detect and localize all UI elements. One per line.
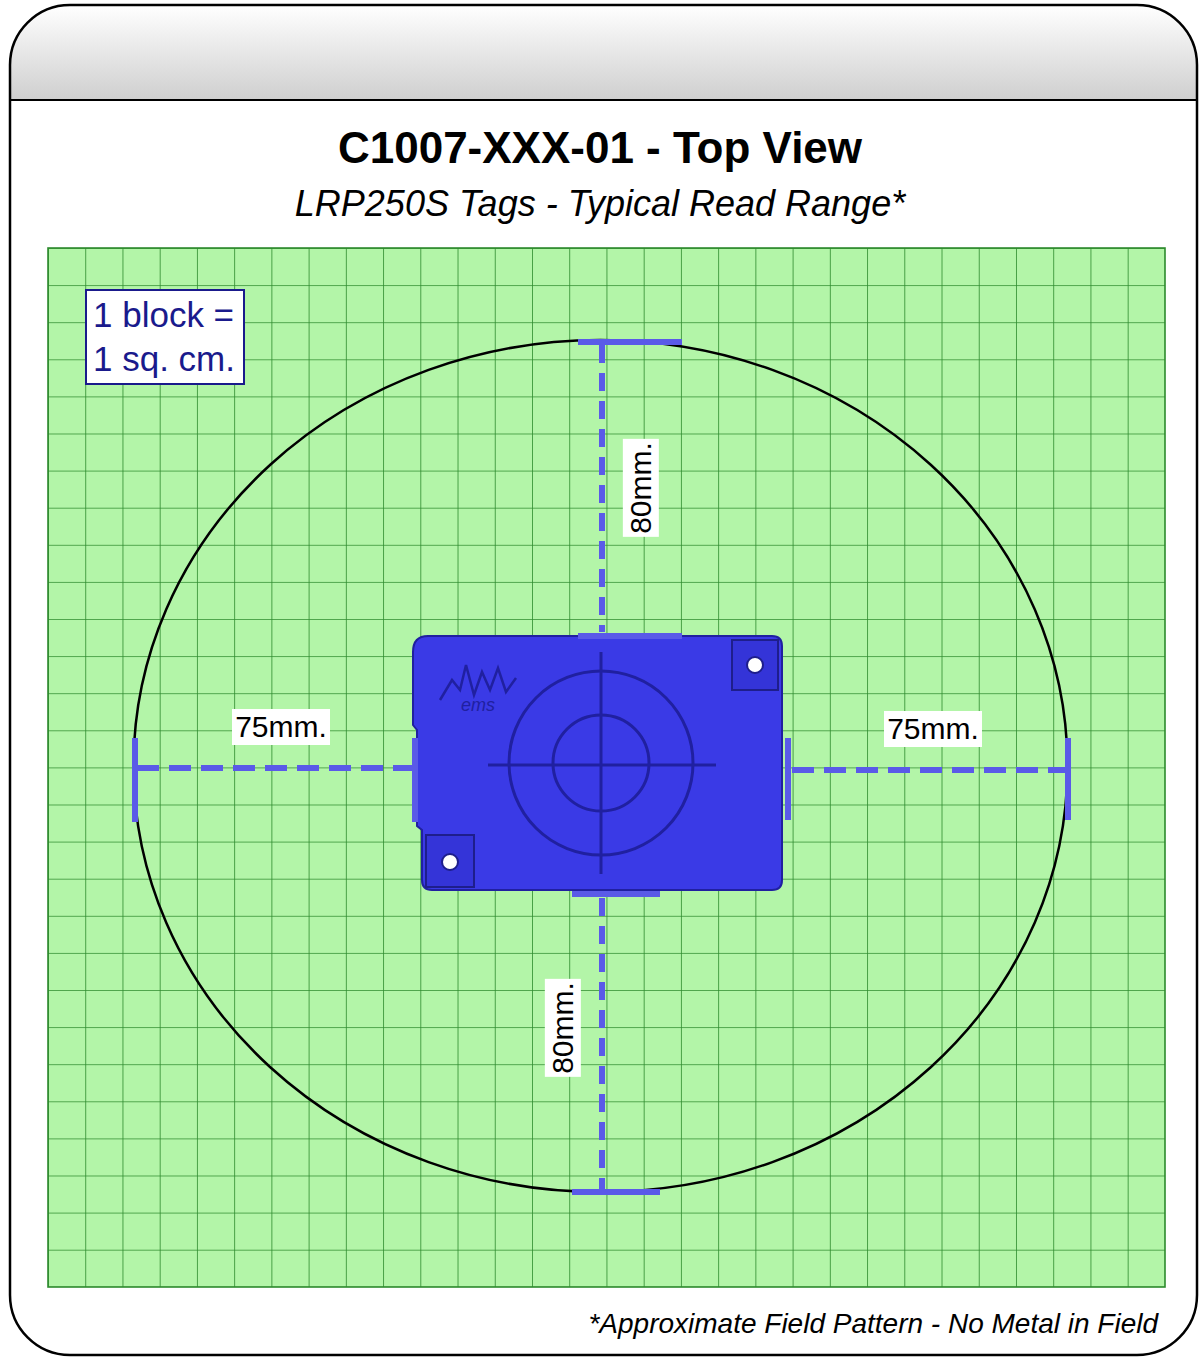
dimension-label: 75mm. xyxy=(232,709,330,745)
reader-device xyxy=(413,636,782,890)
dimension-label: 75mm. xyxy=(884,711,982,747)
scale-legend-box: 1 block = 1 sq. cm. xyxy=(85,289,245,385)
logo-text: ems xyxy=(461,695,495,716)
legend-text: 1 block = 1 sq. cm. xyxy=(93,293,237,381)
subtitle: LRP250S Tags - Typical Read Range* xyxy=(295,183,905,225)
dimension-lines xyxy=(135,342,1068,1192)
footnote: *Approximate Field Pattern - No Metal in… xyxy=(588,1308,1158,1340)
dimension-label: 80mm. xyxy=(545,979,581,1077)
dimension-label: 80mm. xyxy=(623,439,659,537)
diagram-title: C1007-XXX-01 - Top View xyxy=(338,123,862,173)
